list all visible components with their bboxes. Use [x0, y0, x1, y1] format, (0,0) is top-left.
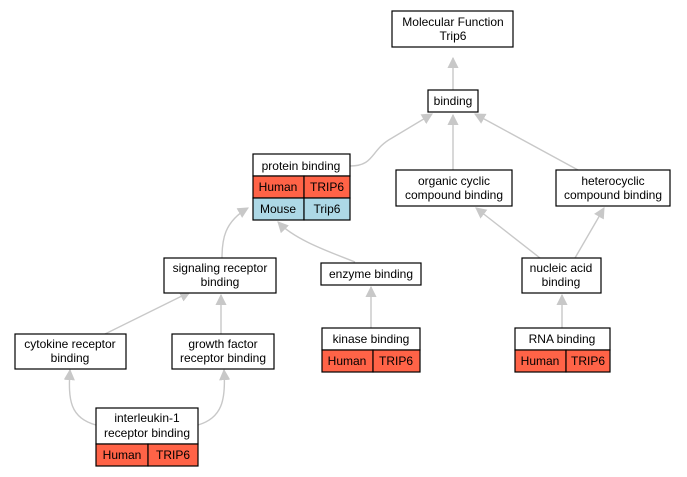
- node-signaling-receptor-line-1: signaling receptor: [173, 261, 268, 275]
- interleukin-human-gene-cell: [147, 443, 199, 467]
- node-nucleic-acid-line-1: nucleic acid: [530, 261, 593, 275]
- node-organic-cyclic-line-1: organic cyclic: [418, 174, 490, 188]
- node-signaling-receptor-line-2: binding: [201, 275, 240, 289]
- protein-binding-mouse-gene-cell: [303, 197, 351, 221]
- node-kinase-binding-label: kinase binding: [333, 332, 410, 346]
- node-organic-cyclic-line-2: compound binding: [405, 188, 503, 202]
- node-growth-factor-receptor-binding[interactable]: growth factor receptor binding: [171, 333, 275, 370]
- node-root-line-1: Molecular Function: [402, 15, 503, 29]
- node-growth-factor-line-1: growth factor: [188, 337, 257, 351]
- node-kinase-binding[interactable]: kinase binding Human TRIP6: [321, 327, 421, 373]
- node-signaling-receptor-binding[interactable]: signaling receptor binding: [163, 257, 277, 294]
- node-enzyme-binding[interactable]: enzyme binding: [320, 262, 422, 286]
- node-heterocyclic-line-1: heterocyclic: [581, 174, 644, 188]
- node-rna-binding[interactable]: RNA binding Human TRIP6: [514, 327, 611, 373]
- node-nucleic-acid-binding[interactable]: nucleic acid binding: [521, 257, 602, 294]
- rna-binding-human-gene: TRIP6: [571, 354, 605, 368]
- node-cytokine-receptor-binding[interactable]: cytokine receptor binding: [14, 333, 127, 370]
- protein-binding-human-gene: TRIP6: [310, 180, 344, 194]
- node-binding-label: binding: [434, 94, 473, 108]
- node-cytokine-receptor-line-2: binding: [51, 351, 90, 365]
- node-root-line-2: Trip6: [440, 29, 467, 43]
- kinase-binding-human-gene-cell: [372, 349, 421, 373]
- interleukin-human-species: Human: [103, 448, 142, 462]
- node-interleukin-line-2: receptor binding: [104, 426, 190, 440]
- node-protein-binding-label: protein binding: [262, 159, 341, 173]
- node-heterocyclic-line-2: compound binding: [564, 188, 662, 202]
- rna-binding-human-gene-cell: [565, 349, 611, 373]
- edges: [63, 56, 605, 426]
- edge-nucleic-acid-to-heterocyclic: [574, 207, 605, 259]
- edge-interleukin-to-growth-factor: [197, 368, 231, 426]
- node-molecular-function-trip6[interactable]: Molecular Function Trip6: [391, 10, 514, 48]
- node-binding[interactable]: binding: [427, 89, 479, 113]
- node-enzyme-binding-label: enzyme binding: [329, 267, 413, 281]
- protein-binding-mouse-gene: Trip6: [314, 202, 341, 216]
- node-interleukin-1-receptor-binding[interactable]: interleukin-1 receptor binding Human TRI…: [95, 407, 199, 467]
- node-protein-binding[interactable]: protein binding Human TRIP6 Mouse Trip6: [252, 153, 351, 221]
- node-nucleic-acid-line-2: binding: [542, 275, 581, 289]
- edge-nucleic-acid-to-organic-cyclic: [475, 207, 541, 259]
- edge-cytokine-receptor-to-signaling-receptor: [104, 291, 192, 335]
- node-heterocyclic-compound-binding[interactable]: heterocyclic compound binding: [555, 169, 671, 207]
- node-organic-cyclic-compound-binding[interactable]: organic cyclic compound binding: [395, 169, 513, 207]
- edge-interleukin-to-cytokine-receptor: [63, 368, 97, 426]
- node-interleukin-line-1: interleukin-1: [114, 411, 180, 425]
- node-rna-binding-label: RNA binding: [529, 332, 596, 346]
- edge-signaling-receptor-to-protein-binding: [221, 207, 249, 259]
- node-cytokine-receptor-line-1: cytokine receptor: [24, 337, 115, 351]
- kinase-binding-human-gene: TRIP6: [379, 354, 413, 368]
- rna-binding-human-species: Human: [521, 354, 560, 368]
- node-growth-factor-line-2: receptor binding: [180, 351, 266, 365]
- kinase-binding-human-species: Human: [328, 354, 367, 368]
- protein-binding-mouse-species: Mouse: [260, 202, 296, 216]
- interleukin-human-gene: TRIP6: [156, 448, 190, 462]
- edge-protein-binding-to-binding: [349, 113, 433, 167]
- protein-binding-human-species: Human: [259, 180, 298, 194]
- edge-enzyme-binding-to-protein-binding: [277, 221, 356, 263]
- edge-heterocyclic-to-binding: [474, 113, 579, 171]
